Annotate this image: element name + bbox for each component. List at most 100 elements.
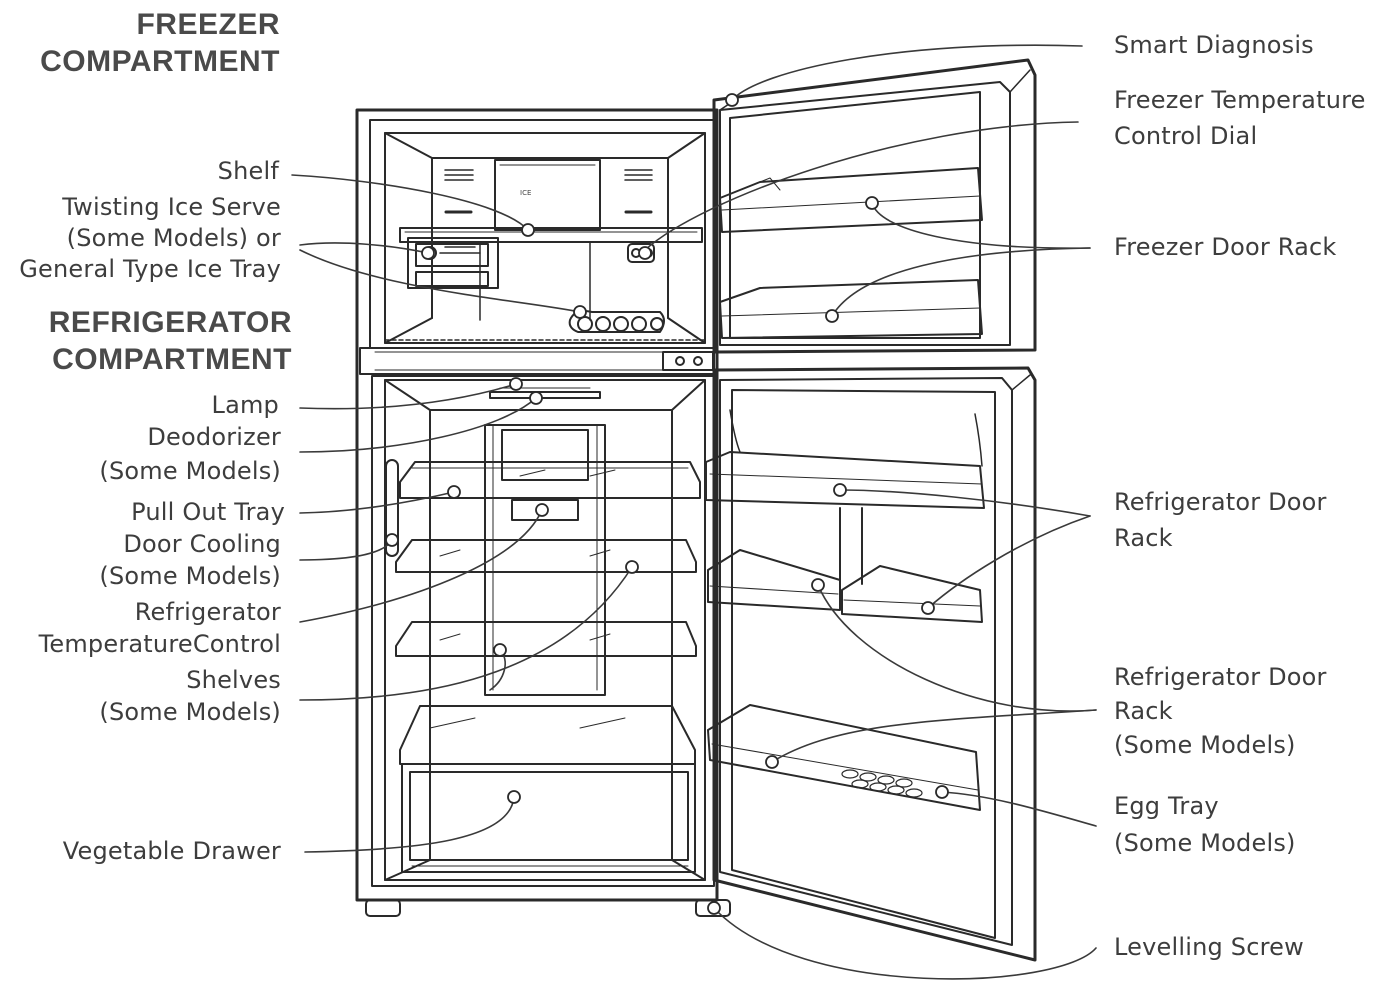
leader-deodorizer [299,397,537,453]
callout-dot [825,309,839,323]
label-shelves: Shelves (Some Models) [99,664,281,728]
heading-line: COMPARTMENT [40,45,280,78]
label-smart-diagnosis: Smart Diagnosis [1114,28,1314,62]
label-fridge-door-rack: Refrigerator Door Rack [1114,484,1327,556]
pull-out-tray [399,461,701,499]
callout-dot [865,196,879,210]
label-line: Levelling Screw [1114,933,1304,961]
fridge-door-rack-bottom [707,704,981,811]
callout-dot [765,755,779,769]
label-line: (Some Models) [1114,731,1296,759]
fridge-door-rack-left-bin [707,549,841,611]
callout-dot [833,483,847,497]
label-line: Egg Tray [1114,792,1219,820]
label-temp-control: Refrigerator TemperatureControl [39,596,281,660]
freezer-door-rack-2 [719,279,983,339]
label-line: (Some Models) [99,457,281,485]
label-line: Rack [1114,524,1173,552]
label-fridge-door-rack-some: Refrigerator Door Rack (Some Models) [1114,660,1327,762]
label-lamp: Lamp [212,388,280,422]
freezer-shelf [399,227,703,321]
callout-dot [638,246,652,260]
label-line: Vegetable Drawer [62,837,281,865]
heading-line: COMPARTMENT [52,343,292,376]
callout-dot [707,901,721,915]
label-line: Shelf [217,157,279,185]
lamp-fixture [489,387,601,399]
callout-dot [509,377,523,391]
leader-freezer-dial [644,121,1079,251]
leader-fridge-rack-2 [927,515,1091,609]
callout-dot [573,305,587,319]
label-line: Smart Diagnosis [1114,31,1314,59]
heading-line: REFRIGERATOR [48,306,292,339]
callout-dot [625,560,639,574]
callout-dot [529,391,543,405]
leader-temp-control [299,509,543,623]
label-freezer-door-rack: Freezer Door Rack [1114,230,1336,264]
leader-ice-serve-1 [299,242,429,254]
door-divider-post [839,507,863,585]
label-line: Refrigerator [134,598,281,626]
leader-lamp [299,383,517,410]
egg-tray [841,769,923,798]
label-freezer-dial: Freezer Temperature Control Dial [1114,82,1366,154]
shelf-2 [395,539,697,573]
label-line: Deodorizer [147,423,281,451]
ice-serve-box [407,237,499,289]
door-cooling-vent [385,459,399,557]
label-line: Shelves [186,666,281,694]
fridge-door-rack-right-bin [841,565,983,623]
leader-freezer-rack-1 [871,202,1091,249]
label-line: Lamp [211,391,279,419]
label-pull-out-tray: Pull Out Tray [131,495,285,529]
label-line: Rack [1114,697,1173,725]
fridge-door-rack-top [705,409,985,509]
leader-egg-tray [941,791,1097,827]
label-line: (Some Models) [99,698,281,726]
callout-dot [507,790,521,804]
label-shelf: Shelf [218,154,279,188]
label-line: Freezer Temperature [1114,86,1366,114]
label-line: (Some Models) or [66,224,281,252]
label-line: Refrigerator Door [1114,663,1327,691]
callout-dot [535,503,549,517]
callout-dot [447,485,461,499]
label-line: Twisting Ice Serve [62,193,281,221]
label-line: Door Cooling [123,530,281,558]
label-levelling-screw: Levelling Screw [1114,930,1304,964]
label-line: General Type Ice Tray [19,255,281,283]
heading-refrigerator-compartment: REFRIGERATOR COMPARTMENT [0,304,292,378]
label-door-cooling: Door Cooling (Some Models) [99,528,281,592]
leader-shelf [291,174,529,231]
leader-fridge-rack-1 [839,489,1091,517]
label-line: (Some Models) [99,562,281,590]
crisper-cover [399,705,696,765]
label-ice-serve: Twisting Ice Serve (Some Models) or Gene… [19,192,281,285]
leader-vegetable-drawer [304,796,515,853]
svg-text:ICE: ICE [520,189,531,197]
callout-dot [493,643,507,657]
label-line: Control Dial [1114,122,1258,150]
leader-pull-out-tray [299,491,455,514]
callout-dot [521,223,535,237]
callout-dot [935,785,949,799]
heading-line: FREEZER [136,8,280,41]
callout-dot [921,601,935,615]
leader-freezer-rack-2 [831,247,1091,317]
label-deodorizer: Deodorizer (Some Models) [99,420,281,488]
callout-dot [385,533,399,547]
callout-dot [725,93,739,107]
freezer-door-rack-1 [719,167,983,233]
label-line: Freezer Door Rack [1114,233,1337,261]
label-vegetable-drawer: Vegetable Drawer [63,834,281,868]
leader-smart-diagnosis [731,44,1083,101]
label-line: TemperatureControl [38,630,281,658]
leader-levelling-screw [713,907,1097,980]
fridge-door [712,366,1037,962]
label-egg-tray: Egg Tray (Some Models) [1114,788,1296,862]
shelf-3 [395,621,697,657]
leader-fridge-rack-some-1 [771,709,1097,763]
label-line: Pull Out Tray [131,498,285,526]
